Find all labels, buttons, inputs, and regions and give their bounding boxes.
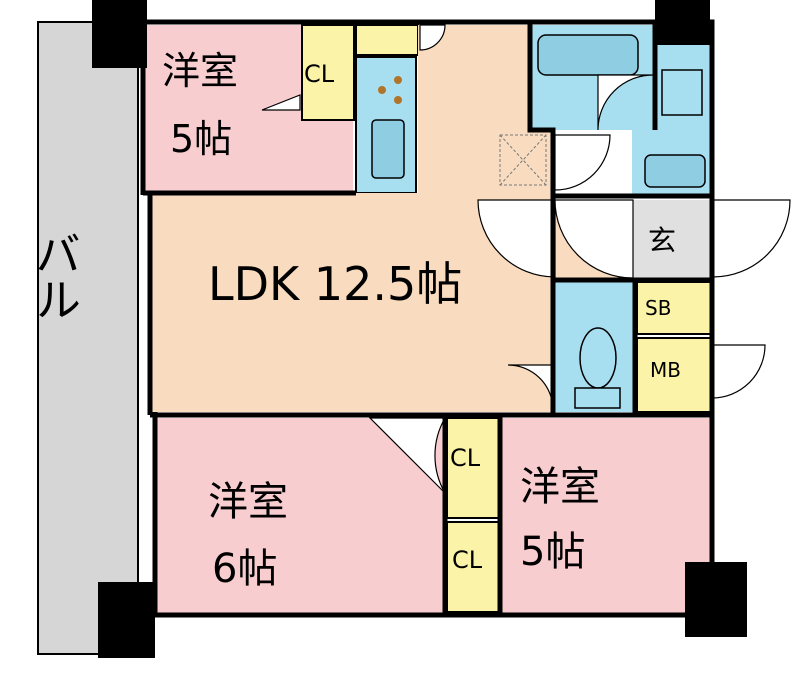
toilet-tank [574, 387, 621, 409]
closet-s1-label: CL [450, 444, 481, 472]
fridge-space-cross [499, 134, 547, 186]
closet-s2 [446, 521, 500, 613]
washbasin [644, 154, 706, 188]
bathtub [537, 34, 639, 76]
fridge-space-cross [499, 134, 547, 186]
column [655, 0, 710, 45]
door-arc [711, 344, 766, 399]
column [92, 0, 147, 68]
balcony-label: バル [28, 230, 82, 322]
wall [527, 22, 556, 415]
bedroom-sw [155, 418, 445, 613]
kitchen-sink [371, 119, 405, 179]
closet-s2-label: CL [452, 546, 483, 574]
ldk-label: LDK 12.5帖 [208, 257, 462, 311]
bedroom-se-size: 5帖 [520, 529, 585, 575]
meter-box [636, 337, 713, 413]
ldk-area [148, 25, 553, 412]
entrance-label: 玄 [648, 224, 676, 257]
column [98, 582, 155, 658]
closet-nw [301, 24, 355, 121]
storage-top [355, 24, 419, 56]
shoe-box [636, 281, 713, 335]
balcony-area [37, 21, 139, 655]
bedroom-nw-size: 5帖 [170, 117, 232, 161]
meter-box-label: MB [650, 358, 681, 382]
door-arc [597, 74, 654, 131]
door-arc [554, 199, 634, 279]
closet-s1 [446, 417, 500, 519]
door-arc [419, 24, 446, 51]
fridge-space [499, 134, 547, 186]
stove-burner [394, 96, 402, 104]
bedroom-nw-name: 洋室 [162, 49, 238, 93]
stove-burner [378, 86, 386, 94]
stove-burner [394, 76, 402, 84]
bedroom-sw-size: 6帖 [212, 546, 277, 592]
entrance-area [633, 200, 713, 278]
door-arc [477, 199, 556, 278]
shoe-box-label: SB [645, 296, 671, 320]
column [685, 562, 747, 637]
bedroom-sw-name: 洋室 [208, 479, 288, 525]
bedroom-se-name: 洋室 [520, 464, 600, 510]
bedroom-se [502, 418, 712, 613]
door-arc [554, 134, 611, 191]
washing-machine [661, 69, 703, 116]
closet-nw-label: CL [304, 60, 335, 88]
door-arc [712, 199, 791, 278]
door-arc [261, 94, 301, 111]
toilet-bowl [579, 327, 617, 389]
